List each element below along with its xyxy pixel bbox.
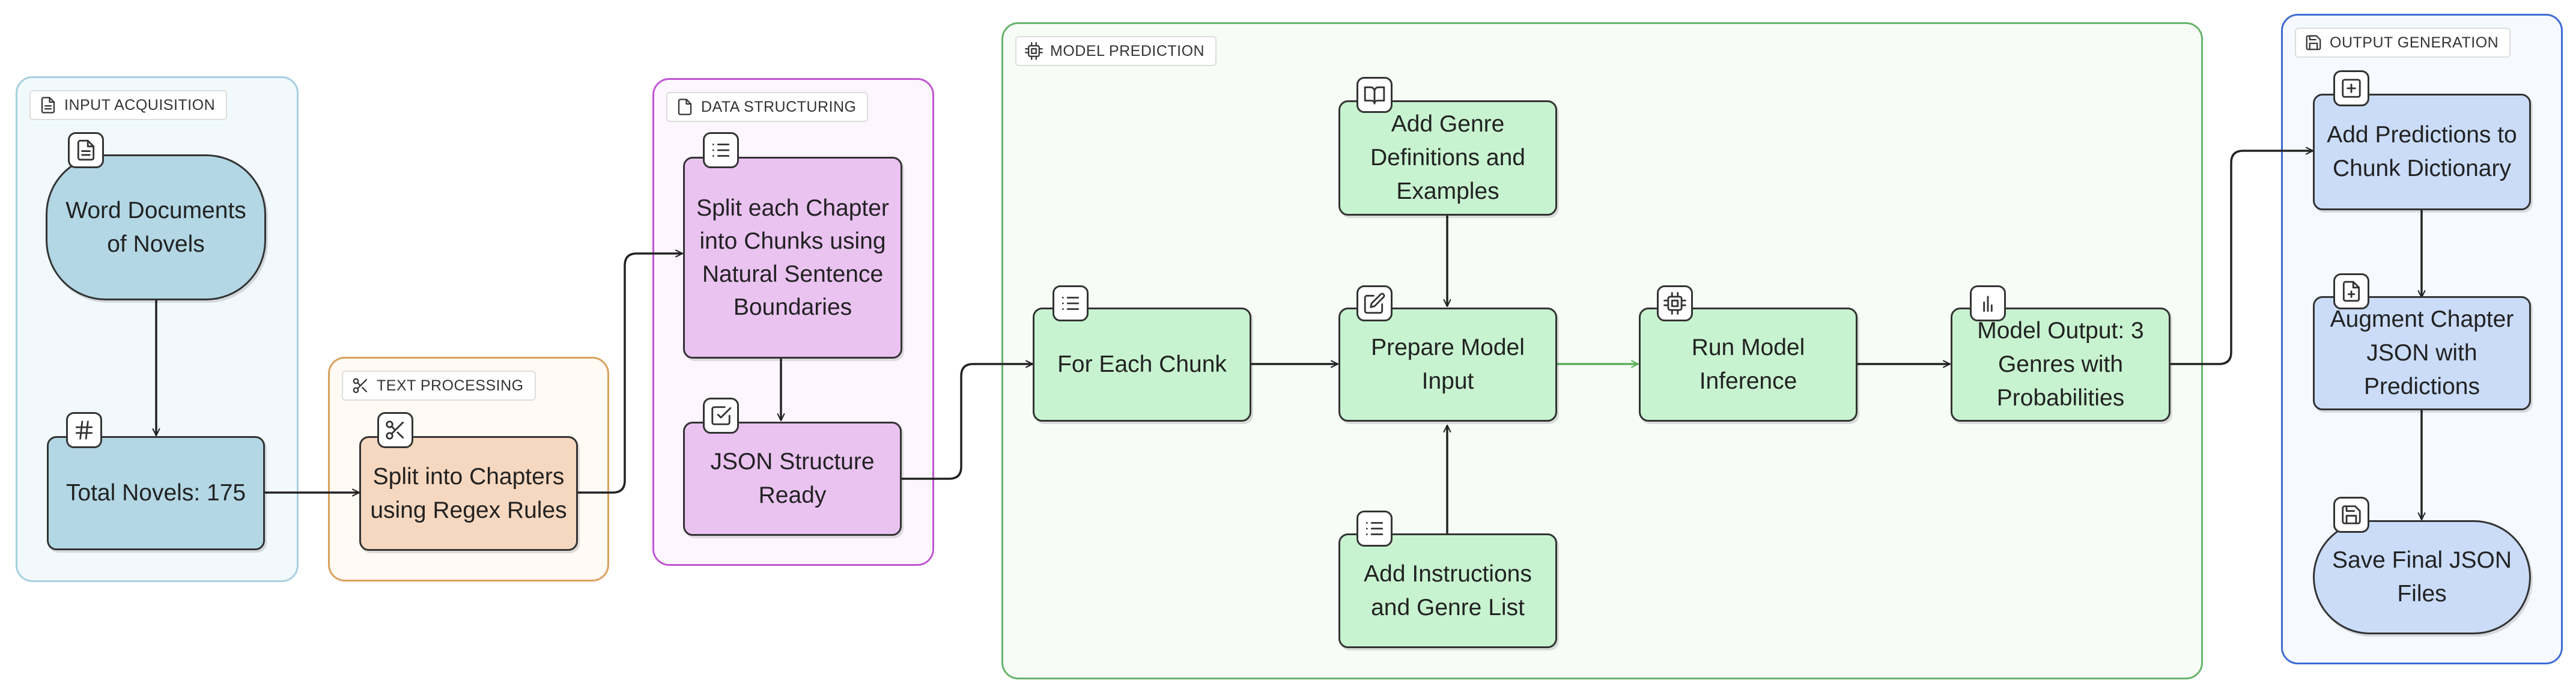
list-icon — [1062, 297, 1080, 310]
document-icon — [77, 139, 95, 161]
icon-box-split-chunks — [703, 132, 739, 168]
document-icon — [41, 97, 55, 114]
file-plus-icon — [2342, 281, 2360, 302]
bar-chart-icon — [1983, 296, 1993, 312]
node-save-final-json[interactable]: Save Final JSON Files — [2313, 520, 2531, 634]
chip-icon — [1025, 42, 1043, 60]
edge-modeloutput-addpredictions — [2170, 151, 2313, 365]
node-add-instructions[interactable]: Add Instructions and Genre List — [1338, 533, 1557, 648]
icon-box-total-novels — [66, 412, 102, 448]
group-label-input-acquisition: INPUT ACQUISITION — [29, 90, 228, 120]
icon-box-save-final-json — [2333, 497, 2369, 533]
node-model-output[interactable]: Model Output: 3 Genres with Probabilitie… — [1951, 308, 2170, 422]
list-icon — [1365, 522, 1384, 535]
hash-icon — [75, 420, 93, 440]
icon-box-split-chapters — [377, 412, 413, 448]
node-add-genre-definitions[interactable]: Add Genre Definitions and Examples — [1338, 100, 1557, 216]
chip-icon — [1663, 292, 1686, 315]
scissors-icon — [353, 378, 368, 393]
group-label-text-processing: TEXT PROCESSING — [342, 371, 536, 401]
node-word-documents[interactable]: Word Documents of Novels — [46, 154, 266, 300]
icon-box-augment-chapter-json — [2333, 273, 2369, 309]
icon-box-json-ready — [703, 398, 739, 434]
icon-box-for-each-chunk — [1053, 285, 1089, 321]
group-label-model-prediction: MODEL PREDICTION — [1015, 36, 1217, 66]
node-total-novels[interactable]: Total Novels: 175 — [47, 436, 265, 550]
book-icon — [1364, 86, 1385, 105]
group-label-output-generation: OUTPUT GENERATION — [2295, 28, 2511, 58]
edge-splitchapters-splitchunks — [577, 253, 682, 494]
node-prepare-model-input[interactable]: Prepare Model Input — [1338, 308, 1557, 422]
file-icon — [678, 99, 692, 115]
icon-box-add-instructions — [1356, 511, 1393, 547]
node-augment-chapter-json[interactable]: Augment Chapter JSON with Predictions — [2313, 296, 2531, 410]
icon-box-model-output — [1970, 285, 2006, 321]
edge-jsonready-foreachchunk — [901, 364, 1033, 480]
node-for-each-chunk[interactable]: For Each Chunk — [1033, 308, 1251, 422]
node-split-chunks[interactable]: Split each Chapter into Chunks using Nat… — [683, 157, 902, 359]
node-json-ready[interactable]: JSON Structure Ready — [683, 422, 902, 536]
save-icon — [2342, 505, 2361, 524]
check-square-icon — [711, 406, 732, 425]
plus-square-icon — [2342, 79, 2361, 98]
node-split-chapters[interactable]: Split into Chapters using Regex Rules — [359, 436, 578, 551]
icon-box-prepare-model-input — [1356, 285, 1393, 321]
list-icon — [712, 144, 730, 157]
icon-box-add-predictions — [2333, 70, 2369, 106]
group-label-data-structuring: DATA STRUCTURING — [666, 92, 869, 122]
icon-box-add-genre-definitions — [1356, 77, 1393, 113]
scissors-icon — [386, 420, 404, 440]
node-add-predictions[interactable]: Add Predictions to Chunk Dictionary — [2313, 94, 2531, 210]
save-icon — [2306, 35, 2321, 50]
edit-icon — [1364, 293, 1385, 314]
icon-box-word-documents — [68, 132, 104, 168]
icon-box-run-model-inference — [1657, 285, 1693, 321]
node-run-model-inference[interactable]: Run Model Inference — [1639, 308, 1858, 422]
